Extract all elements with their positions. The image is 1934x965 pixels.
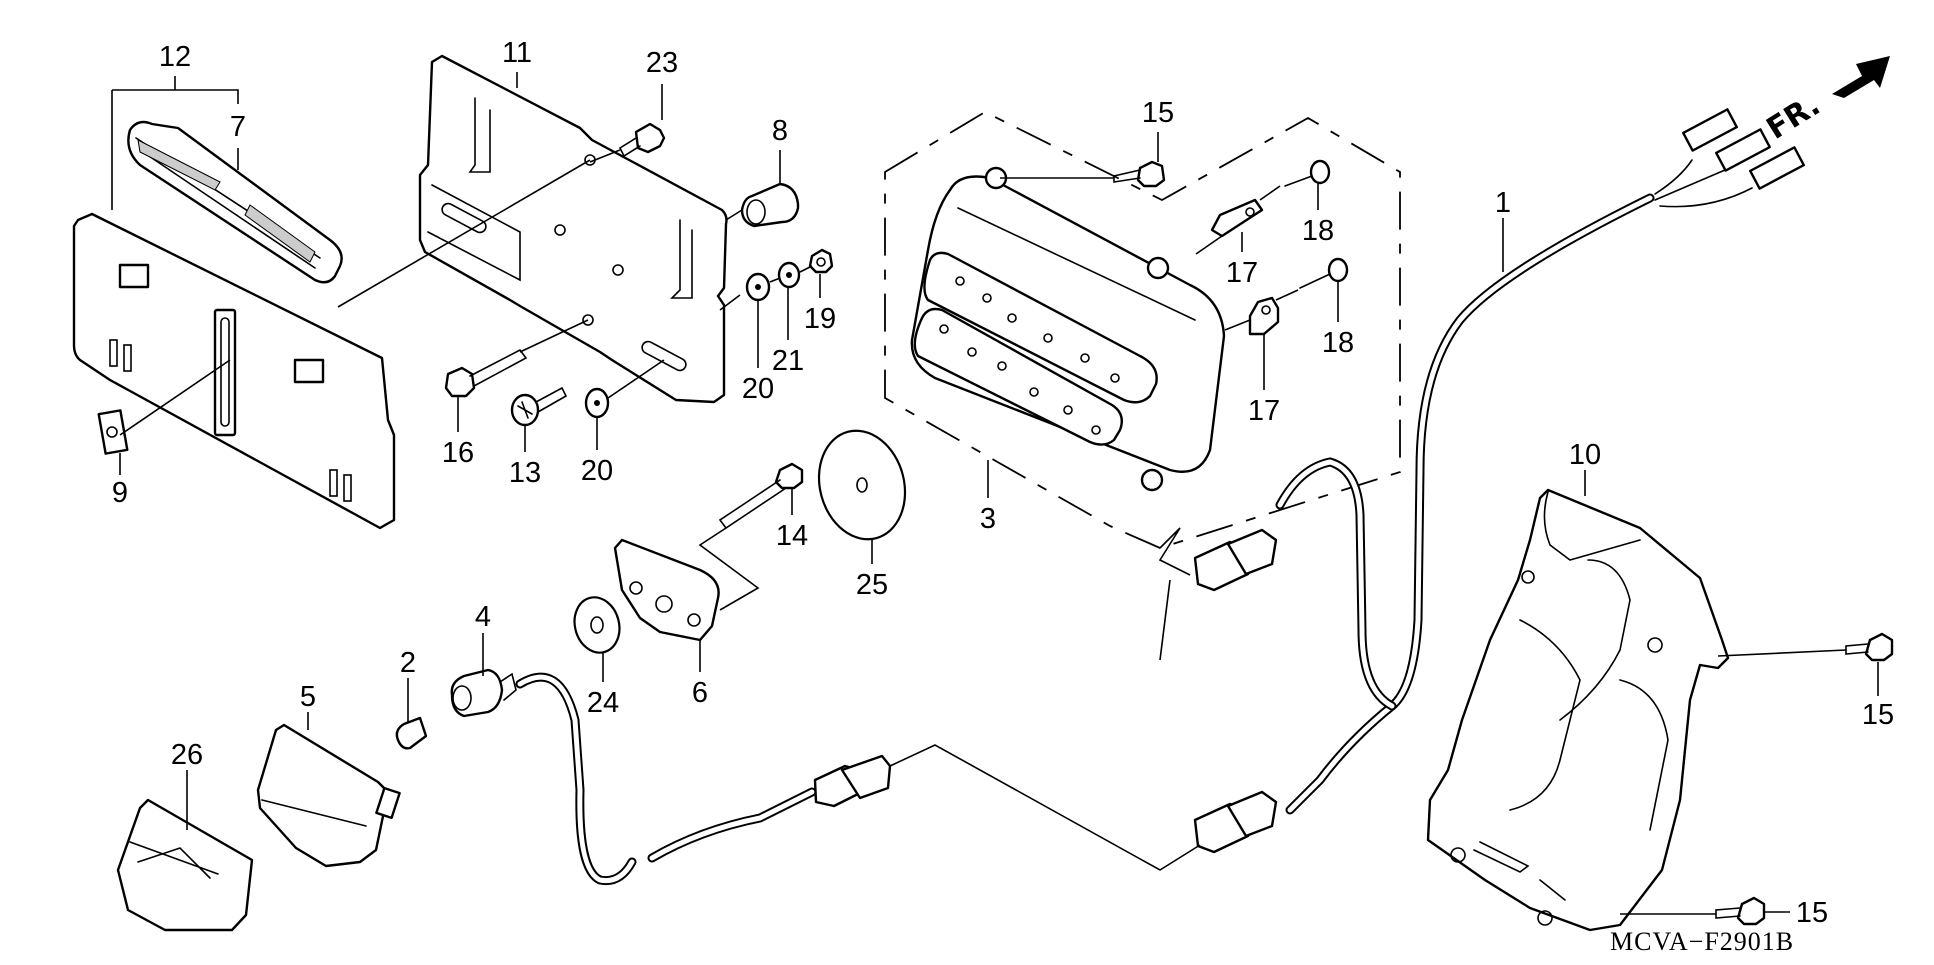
seal-25[interactable]	[807, 421, 917, 549]
led-dots	[939, 276, 1120, 435]
license-light-lens-5[interactable]	[256, 723, 401, 868]
wire-clip-17a[interactable]	[1210, 198, 1264, 238]
license-plate-bracket[interactable]	[72, 212, 396, 530]
leader-lines	[111, 72, 1879, 915]
connector-lower[interactable]	[1193, 790, 1278, 854]
nut-19[interactable]	[808, 248, 834, 274]
license-light-base-6[interactable]	[613, 538, 720, 642]
callout-labels: 12 7 9 11 23 8 19 21 20 20 16 13 15 18 1…	[112, 37, 1894, 929]
rear-fender-panel-10[interactable]	[1426, 488, 1730, 932]
tail-light-unit[interactable]	[910, 166, 1226, 492]
bulb-socket-4[interactable]	[450, 668, 517, 718]
socket-wire	[515, 672, 817, 886]
callout-18a[interactable]: 18	[1302, 215, 1334, 247]
drawing-code: MCVA−F2901B	[1610, 927, 1794, 956]
callout-24[interactable]: 24	[587, 687, 619, 719]
callout-26[interactable]: 26	[171, 739, 203, 771]
screw-13[interactable]	[510, 386, 568, 427]
bulb-2[interactable]	[395, 716, 428, 750]
washer-20b[interactable]	[584, 387, 610, 419]
flange-bolt-23[interactable]	[618, 122, 666, 158]
license-light-cover-26[interactable]	[116, 798, 254, 932]
callout-15b[interactable]: 15	[1862, 699, 1894, 731]
callout-23[interactable]: 23	[646, 47, 678, 79]
connector-lower-left[interactable]	[813, 754, 892, 808]
callout-1[interactable]: 1	[1495, 187, 1511, 219]
callout-12[interactable]: 12	[159, 41, 191, 73]
callout-13[interactable]: 13	[509, 457, 541, 489]
flange-bolt-15-bottom[interactable]	[1715, 896, 1766, 926]
callout-25[interactable]: 25	[856, 569, 888, 601]
callout-5[interactable]: 5	[300, 681, 316, 713]
license-plate-stay[interactable]	[418, 54, 728, 404]
flange-bolt-16[interactable]	[444, 348, 528, 398]
callout-15a[interactable]: 15	[1142, 97, 1174, 129]
collar-8[interactable]	[740, 182, 800, 228]
callout-21[interactable]: 21	[772, 345, 804, 377]
callout-11[interactable]: 11	[502, 37, 532, 69]
callout-2[interactable]: 2	[400, 647, 416, 679]
rubber-seal-24[interactable]	[569, 592, 626, 657]
callout-20b[interactable]: 20	[581, 455, 613, 487]
callout-17b[interactable]: 17	[1248, 395, 1280, 427]
front-direction-label: FR.	[1761, 88, 1827, 147]
front-direction-indicator: FR.	[1761, 56, 1890, 147]
tail-light-group-boundary	[884, 110, 1401, 549]
callout-7[interactable]: 7	[230, 111, 246, 143]
rear-reflector[interactable]	[127, 120, 343, 284]
tapping-screw-18b[interactable]	[1299, 257, 1349, 289]
callout-19[interactable]: 19	[804, 303, 836, 335]
callout-14[interactable]: 14	[776, 520, 808, 552]
callout-8[interactable]: 8	[772, 115, 788, 147]
washer-20a[interactable]	[745, 272, 771, 302]
callout-6[interactable]: 6	[692, 677, 708, 709]
callout-10[interactable]: 10	[1569, 439, 1601, 471]
wire-clip-17b[interactable]	[1248, 296, 1280, 336]
connector-upper[interactable]	[1193, 528, 1278, 592]
callout-16[interactable]: 16	[442, 437, 474, 469]
callout-20a[interactable]: 20	[742, 373, 774, 405]
flange-bolt-14[interactable]	[718, 462, 804, 530]
callout-18b[interactable]: 18	[1322, 327, 1354, 359]
callout-4[interactable]: 4	[475, 601, 491, 633]
flange-bolt-15-top[interactable]	[1113, 160, 1166, 188]
callout-17a[interactable]: 17	[1226, 257, 1258, 289]
wire-harness-1[interactable]	[1275, 108, 1805, 815]
flange-bolt-15-right[interactable]	[1845, 632, 1894, 662]
callout-15c[interactable]: 15	[1796, 897, 1828, 929]
front-direction-arrow-icon	[1832, 56, 1890, 98]
callout-3[interactable]: 3	[980, 503, 996, 535]
spring-washer-21[interactable]	[777, 261, 801, 289]
callout-9[interactable]: 9	[112, 477, 128, 509]
tapping-screw-18a[interactable]	[1284, 159, 1331, 187]
clip-nut[interactable]	[97, 409, 129, 455]
